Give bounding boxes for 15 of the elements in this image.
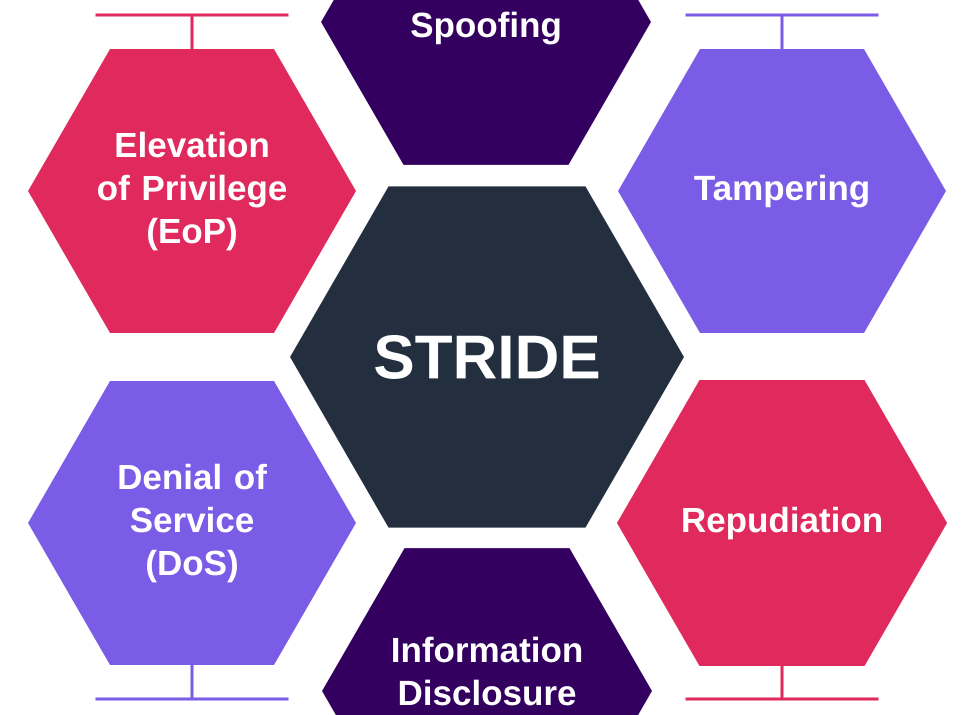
hexagon: Denial of Service (DoS) bbox=[28, 380, 356, 666]
hanger-bar bbox=[96, 14, 288, 16]
hexagon: Tampering bbox=[618, 48, 946, 334]
hanger-bar bbox=[96, 698, 288, 700]
hanger-bar bbox=[686, 698, 878, 700]
hanger-bar bbox=[686, 14, 878, 16]
hanger-line bbox=[780, 16, 784, 49]
hexagon: Elevation of Privilege (EoP) bbox=[28, 48, 356, 334]
hanger-line bbox=[780, 666, 784, 698]
hexagon: Spoofing bbox=[321, 0, 651, 165]
hexagon: Information Disclosure bbox=[322, 548, 652, 715]
hanger-line bbox=[190, 16, 194, 49]
hanger-line bbox=[190, 665, 194, 698]
hexagon: STRIDE bbox=[290, 186, 684, 528]
hexagon: Repudiation bbox=[616, 380, 948, 666]
